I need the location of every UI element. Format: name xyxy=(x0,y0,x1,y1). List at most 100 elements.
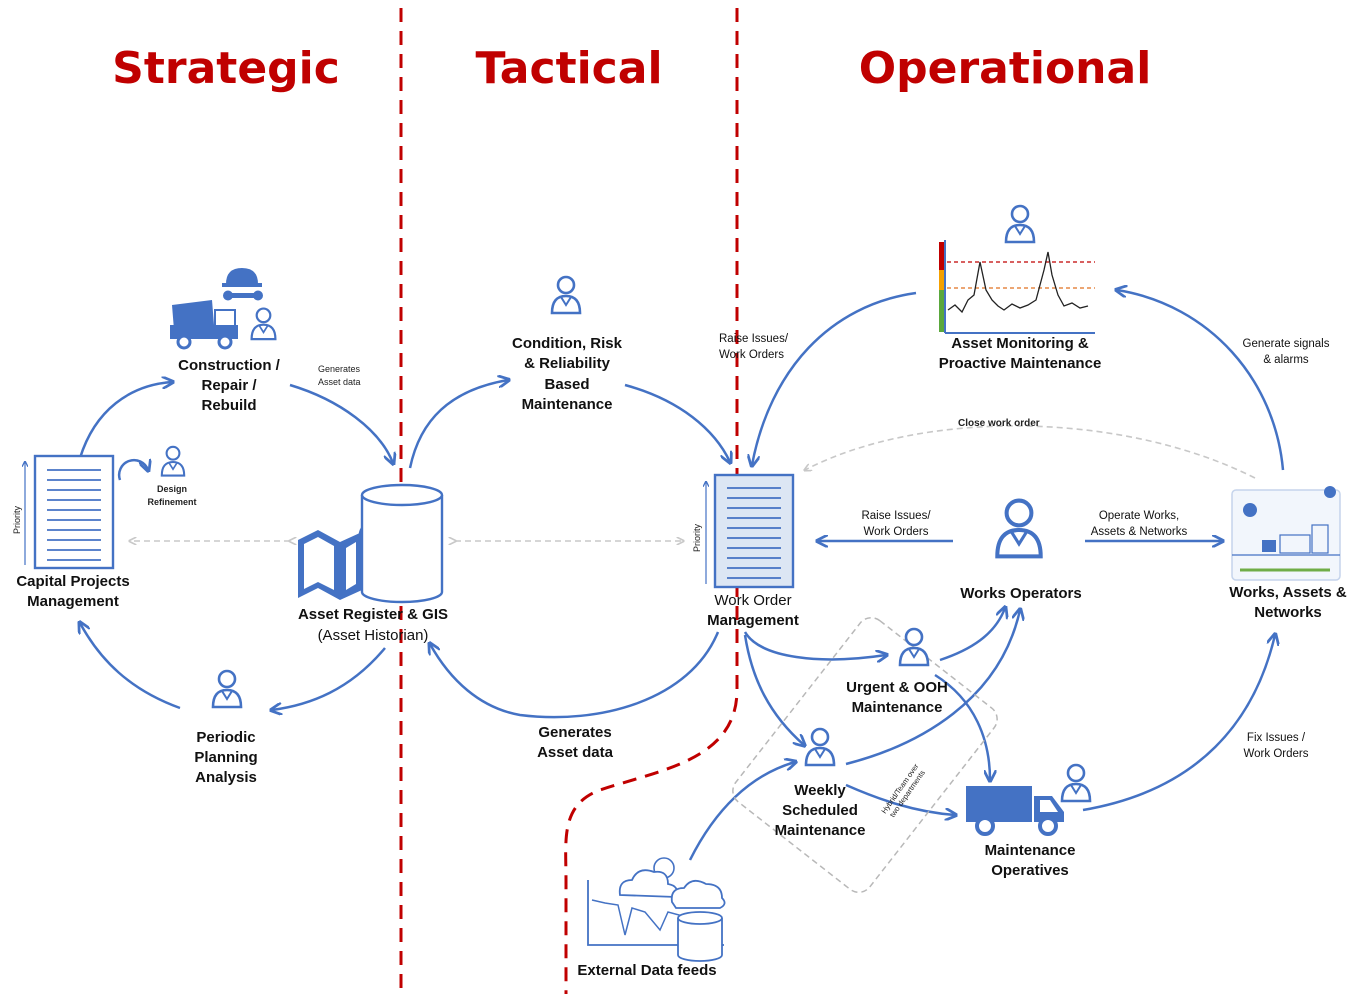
svg-text:Periodic: Periodic xyxy=(196,729,255,746)
flow-arrows xyxy=(78,290,1285,861)
arrow-capital-to-construction xyxy=(78,382,172,459)
hard-hat-icon xyxy=(222,268,262,287)
svg-text:Maintenance: Maintenance xyxy=(522,396,613,413)
svg-text:Scheduled: Scheduled xyxy=(782,802,858,819)
svg-text:Assets & Networks: Assets & Networks xyxy=(1091,526,1188,538)
person-icon-weekly xyxy=(804,727,836,767)
person-icon-planning xyxy=(211,669,243,709)
svg-text:Refinement: Refinement xyxy=(147,497,196,507)
svg-text:Raise Issues/: Raise Issues/ xyxy=(719,333,789,345)
svg-text:Work Orders: Work Orders xyxy=(864,526,929,538)
works-assets-label: Works, Assets & Networks xyxy=(1229,584,1347,621)
svg-text:Fix Issues /: Fix Issues / xyxy=(1247,732,1306,744)
arrow-condition-to-work-order xyxy=(624,383,730,462)
construction-label: Construction / Repair / Rebuild xyxy=(178,357,280,414)
edge-label-operate-works: Operate Works, Assets & Networks xyxy=(1091,510,1188,538)
arrow-operatives-to-assets xyxy=(1082,635,1275,812)
asset-monitoring-label: Asset Monitoring & Proactive Maintenance xyxy=(939,335,1102,372)
section-title-tactical: Tactical xyxy=(475,43,662,94)
svg-text:Generate signals: Generate signals xyxy=(1243,338,1330,350)
person-icon-condition xyxy=(550,275,582,315)
arrow-weekly-to-operatives xyxy=(845,783,955,815)
edge-label-generates-small: Generates Asset data xyxy=(318,364,361,387)
periodic-planning-label: Periodic Planning Analysis xyxy=(194,729,257,786)
edge-label-raise-issues-top: Raise Issues/ Work Orders xyxy=(719,333,789,361)
asset-register-label: Asset Register & GIS (Asset Historian) xyxy=(298,606,448,644)
svg-text:Works, Assets &: Works, Assets & xyxy=(1229,584,1347,601)
arrow-urgent-to-operatives xyxy=(934,673,990,780)
sensor-chart-icon xyxy=(939,240,1095,334)
edge-label-generate-signals: Generate signals & alarms xyxy=(1243,338,1330,366)
hybrid-team-group xyxy=(732,616,998,894)
arrow-register-to-planning xyxy=(272,647,386,710)
svg-text:Repair /: Repair / xyxy=(201,377,257,394)
divider-tactical-operational xyxy=(564,8,739,994)
capital-projects-label: Capital Projects Management xyxy=(16,573,129,610)
priority-axis-label-left: Priority xyxy=(12,506,22,535)
svg-text:Generates: Generates xyxy=(318,364,361,374)
arrow-assets-to-monitoring xyxy=(1117,290,1285,471)
svg-text:Planning: Planning xyxy=(194,749,257,766)
svg-text:Asset Monitoring &: Asset Monitoring & xyxy=(951,335,1089,352)
database-icon xyxy=(360,483,444,604)
svg-text:Maintenance: Maintenance xyxy=(775,822,866,839)
maintenance-operatives-label: Maintenance Operatives xyxy=(985,842,1076,879)
arrow-urgent-to-operators xyxy=(939,608,1005,662)
arrow-work-order-to-register xyxy=(430,631,720,719)
svg-text:Asset data: Asset data xyxy=(537,744,614,761)
section-title-operational: Operational xyxy=(859,43,1152,94)
svg-text:Generates: Generates xyxy=(538,724,611,741)
svg-text:Weekly: Weekly xyxy=(794,782,846,799)
arrow-external-to-weekly xyxy=(688,762,795,861)
arrow-weekly-to-operators xyxy=(845,610,1020,766)
hybrid-team-label: Hybrid/Team over two departments xyxy=(879,762,927,820)
person-icon-monitoring xyxy=(1004,204,1036,244)
person-icon-urgent xyxy=(898,627,930,667)
arrow-planning-to-capital xyxy=(80,623,181,710)
svg-text:Operatives: Operatives xyxy=(991,862,1069,879)
svg-text:Management: Management xyxy=(27,593,119,610)
person-icon-design xyxy=(160,445,186,477)
svg-text:Proactive Maintenance: Proactive Maintenance xyxy=(939,355,1102,372)
external-data-label: External Data feeds xyxy=(577,962,716,979)
plant-icon xyxy=(1231,486,1341,581)
svg-text:Maintenance: Maintenance xyxy=(852,699,943,716)
section-title-strategic: Strategic xyxy=(112,43,340,94)
weekly-scheduled-label: Weekly Scheduled Maintenance xyxy=(775,782,866,839)
document-list-icon xyxy=(25,454,115,570)
works-operators-label: Works Operators xyxy=(960,585,1081,602)
arrow-construction-to-register xyxy=(289,383,393,463)
svg-text:Condition, Risk: Condition, Risk xyxy=(512,335,623,352)
svg-text:Work Order: Work Order xyxy=(714,592,791,609)
svg-text:& Reliability: & Reliability xyxy=(524,355,611,372)
work-order-document-icon xyxy=(706,473,795,589)
edge-label-generates-asset-data: Generates Asset data xyxy=(537,724,614,761)
svg-text:Based: Based xyxy=(544,376,589,393)
svg-text:Work Orders: Work Orders xyxy=(1244,748,1309,760)
svg-text:(Asset Historian): (Asset Historian) xyxy=(318,627,429,644)
person-icon-works-operators xyxy=(997,501,1040,557)
close-work-order-arrow xyxy=(805,425,1256,479)
edge-label-raise-issues-mid: Raise Issues/ Work Orders xyxy=(861,510,931,538)
svg-text:Capital Projects: Capital Projects xyxy=(16,573,129,590)
svg-text:Management: Management xyxy=(707,612,799,629)
svg-text:Asset Register & GIS: Asset Register & GIS xyxy=(298,606,448,623)
condition-risk-label: Condition, Risk & Reliability Based Main… xyxy=(512,335,623,413)
weather-icon xyxy=(587,857,726,962)
person-icon-operatives xyxy=(1060,763,1092,803)
edge-label-close-work-order: Close work order xyxy=(958,418,1040,429)
svg-text:Analysis: Analysis xyxy=(195,769,257,786)
svg-text:Design: Design xyxy=(157,484,187,494)
truck-icon xyxy=(966,786,1064,836)
person-icon xyxy=(250,307,277,341)
arrow-work-order-to-urgent xyxy=(743,631,886,659)
svg-text:Asset data: Asset data xyxy=(318,377,361,387)
arrow-monitoring-to-work-order xyxy=(752,291,917,465)
construction-icon-group xyxy=(170,268,277,350)
design-refinement-label: Design Refinement xyxy=(147,484,196,507)
svg-text:Rebuild: Rebuild xyxy=(202,397,257,414)
arrow-work-order-to-weekly xyxy=(743,634,804,745)
wrench-icon xyxy=(223,290,263,301)
urgent-ooh-label: Urgent & OOH Maintenance xyxy=(846,679,948,716)
